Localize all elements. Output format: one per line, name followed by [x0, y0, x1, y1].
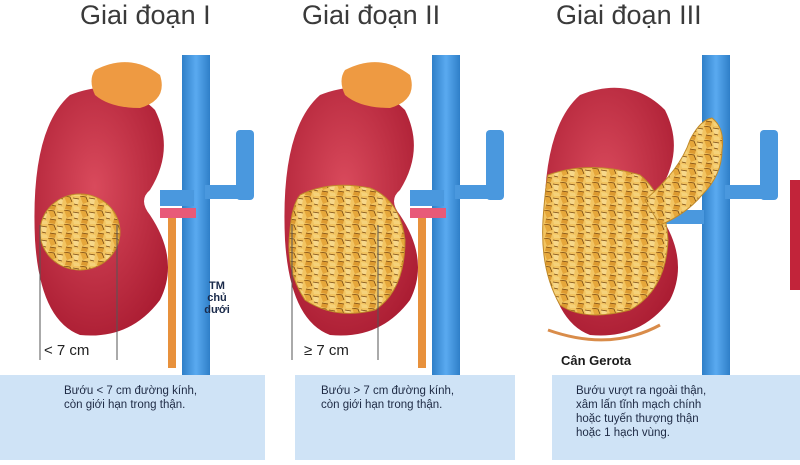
gerota-label: Cân Gerota — [561, 353, 632, 368]
stage-3-gerota-fascia — [547, 323, 661, 342]
stage-3-description-line: hoặc tuyến thượng thận — [576, 413, 699, 425]
stage-1-artery — [160, 208, 196, 218]
stage-3-vein — [702, 55, 730, 375]
stage-2-description: Bướu > 7 cm đường kính, còn giới hạn tro… — [295, 375, 515, 460]
vein-label: TM chủ dưới — [200, 280, 234, 316]
stage-2-artery — [410, 208, 446, 218]
stage-3-title: Giai đoạn III — [556, 0, 702, 30]
stage-1-title: Giai đoạn I — [80, 0, 211, 30]
stage-2-description-line: Bướu > 7 cm đường kính, — [321, 385, 455, 397]
vein-label-line-1: TM — [209, 280, 225, 292]
stage-2-tumor — [288, 184, 406, 314]
stage-1-tumor — [39, 193, 121, 271]
stage-2-measure: ≥ 7 cm — [304, 342, 349, 359]
stage-1-description-line: còn giới hạn trong thận. — [64, 399, 186, 411]
stage-3-tumor-extension — [644, 117, 723, 226]
stage-3-tumor — [542, 167, 669, 316]
stage-1-adrenal — [91, 62, 162, 108]
stage-1-description: Bướu < 7 cm đường kính, còn giới hạn tro… — [38, 375, 255, 460]
stage-3-description-line: Bướu vượt ra ngoài thận, — [576, 385, 707, 397]
stage-3-description-line: hoặc 1 hạch vùng. — [576, 427, 670, 439]
stage-3-description-line: xâm lấn tĩnh mạch chính — [576, 399, 702, 411]
stage-1-description-line: Bướu < 7 cm đường kính, — [64, 385, 198, 397]
stage-2-adrenal — [341, 62, 412, 108]
stage-1-measure: < 7 cm — [44, 342, 90, 359]
stage-2-description-line: còn giới hạn trong thận. — [321, 399, 443, 411]
stage-3-description: Bướu vượt ra ngoài thận, xâm lấn tĩnh mạ… — [552, 375, 800, 460]
vein-label-line-2: chủ — [207, 292, 227, 304]
stage-2-title: Giai đoạn II — [302, 0, 441, 30]
vein-label-line-3: dưới — [204, 304, 230, 316]
